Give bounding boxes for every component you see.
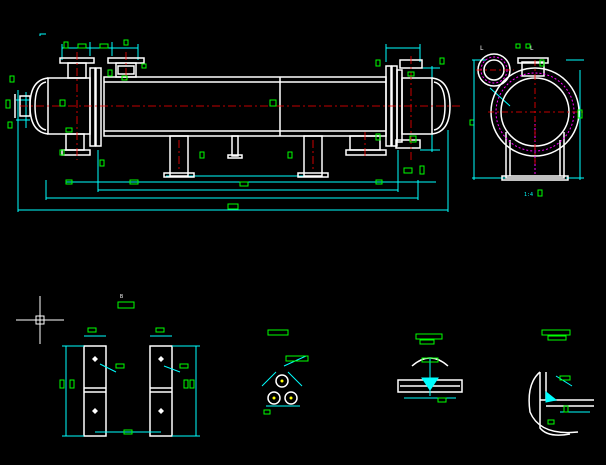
annotation-tags xyxy=(5,39,475,210)
crosshair-cursor-icon xyxy=(16,296,64,344)
end-view-tags xyxy=(515,43,583,197)
detail-tube-layout xyxy=(261,329,309,415)
heat-exchanger-elevation-view xyxy=(5,33,475,212)
end-view-tag-b: L xyxy=(530,45,534,52)
tube-marks xyxy=(263,329,309,415)
weld-dimensions xyxy=(404,358,456,399)
tube-circles xyxy=(267,374,298,405)
detail-weld-joint xyxy=(397,333,463,403)
support-hole-marks xyxy=(92,356,164,414)
support-marks xyxy=(59,327,195,435)
support-plate-left xyxy=(83,345,107,437)
end-view-centerlines xyxy=(476,60,584,164)
heat-exchanger-end-view: L L 1:4 xyxy=(472,43,584,198)
saddle-supports xyxy=(163,135,329,178)
corner-weld-marks xyxy=(541,329,571,425)
end-view-tag-a: L xyxy=(480,45,484,52)
centerlines xyxy=(20,52,460,172)
small-mark: B xyxy=(117,294,135,309)
overall-dimension-lines xyxy=(16,33,449,212)
support-plate-right xyxy=(149,345,173,437)
detail-corner-weld xyxy=(528,329,594,436)
small-mark-label: B xyxy=(120,294,123,300)
end-view-dimensions xyxy=(472,57,584,180)
support-dimensions xyxy=(62,335,200,437)
detail-support-plates xyxy=(59,327,200,437)
corner-weld-bead xyxy=(545,390,558,403)
tube-centers xyxy=(272,379,293,400)
end-view-scale-label: 1:4 xyxy=(524,192,533,198)
weld-marks xyxy=(415,333,447,403)
